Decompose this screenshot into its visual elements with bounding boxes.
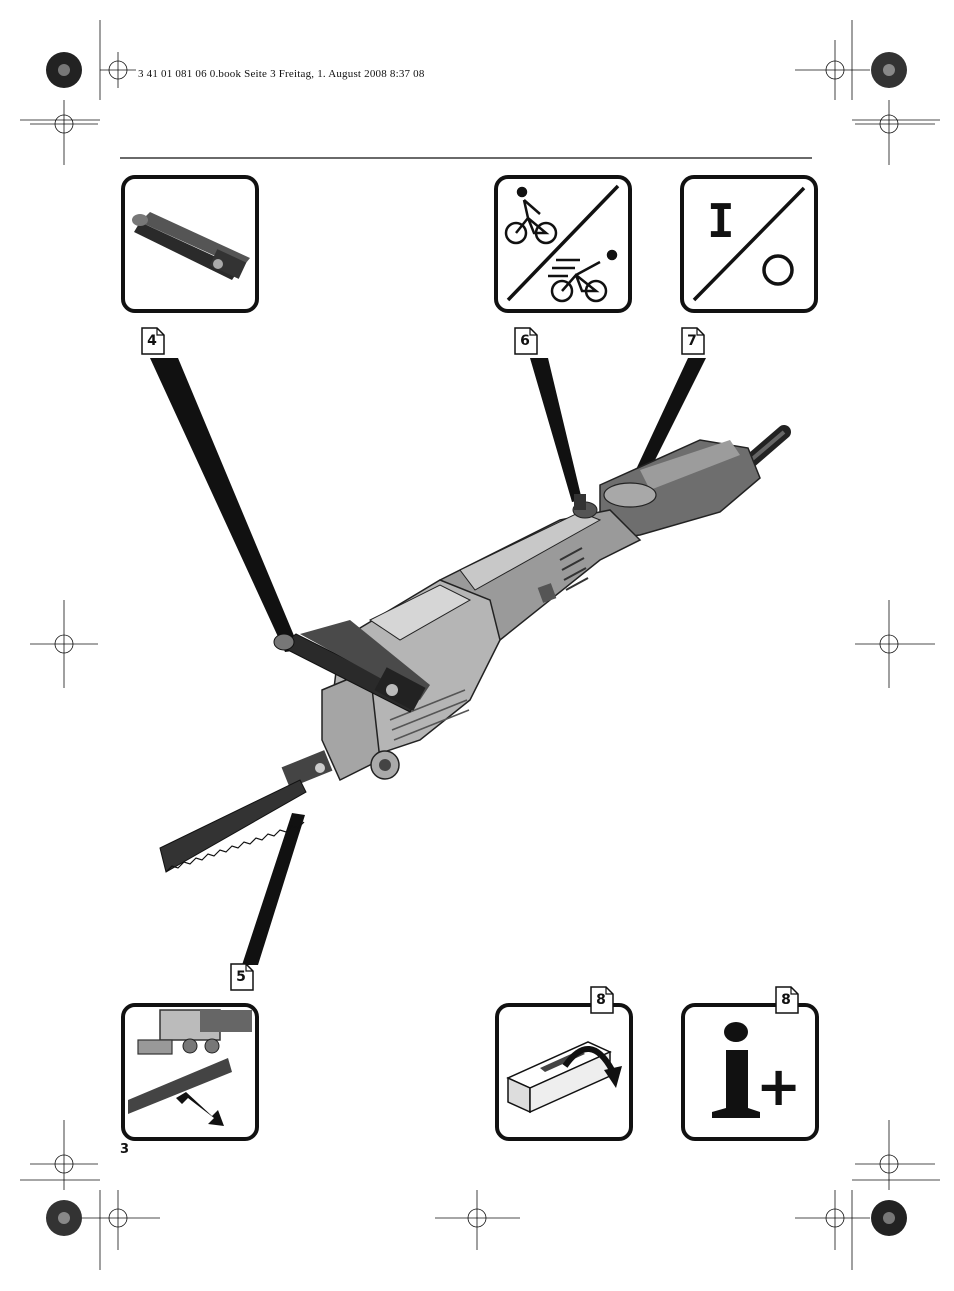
callout-ref-4: 4 — [141, 327, 165, 355]
info-icon — [712, 1022, 760, 1118]
callout-ref-8-storage: 8 — [590, 986, 614, 1014]
callout-ref-5: 5 — [230, 963, 254, 991]
panel-storage — [495, 1003, 633, 1141]
off-symbol-icon — [762, 254, 794, 286]
handle-icon — [132, 212, 250, 280]
callout-ref-label: 8 — [596, 992, 606, 1008]
double-arrow-icon — [176, 1092, 224, 1126]
callout-ref-label: 7 — [687, 333, 697, 349]
callout-ref-label: 8 — [781, 992, 791, 1008]
callout-pointers — [150, 358, 706, 965]
gear-head-ribs — [389, 689, 470, 741]
print-file-header: 3 41 01 081 06 0.book Seite 3 Freitag, 1… — [138, 68, 425, 80]
vent-slots — [559, 547, 589, 591]
star-target — [46, 52, 907, 1236]
brand-badge — [537, 583, 557, 603]
info-plus-text: + — [756, 1055, 802, 1118]
panel-info — [681, 1003, 819, 1141]
on-off-switch — [603, 482, 657, 508]
panel-on-off — [680, 175, 818, 313]
panel-speed — [494, 175, 632, 313]
page-number: 3 — [120, 1142, 130, 1157]
front-handle — [273, 620, 430, 713]
saw-blade — [159, 779, 307, 873]
fast-bicycle-icon — [548, 249, 618, 303]
crop-mark-top-right — [851, 20, 940, 121]
callout-ref-6: 6 — [514, 327, 538, 355]
crosshair-target — [30, 40, 935, 1250]
blade-holder — [281, 750, 333, 788]
crop-mark-bottom-left — [20, 1179, 101, 1270]
callout-ref-7: 7 — [681, 327, 705, 355]
crop-mark-bottom-right — [851, 1179, 940, 1270]
reciprocating-saw — [159, 425, 791, 873]
panel-handle — [121, 175, 259, 313]
on-symbol-text: I — [707, 194, 735, 248]
blade-clamp-icon — [128, 1009, 252, 1114]
callout-ref-label: 4 — [147, 333, 157, 349]
speed-dial — [572, 494, 598, 519]
slow-bicycle-icon — [504, 186, 558, 245]
callout-ref-label: 6 — [520, 333, 530, 349]
crop-mark-top-left — [20, 20, 101, 121]
registration-marks — [20, 20, 940, 1270]
panel-blade — [121, 1003, 259, 1141]
callout-ref-8-info: 8 — [775, 986, 799, 1014]
callout-ref-label: 5 — [236, 969, 246, 985]
curved-arrow-icon — [562, 1046, 622, 1088]
